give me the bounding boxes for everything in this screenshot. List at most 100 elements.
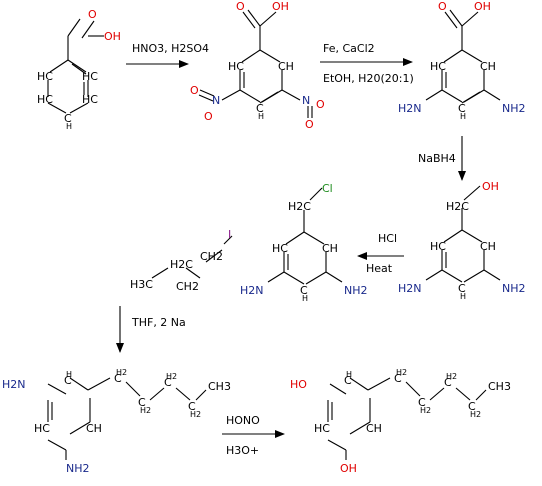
m8-ring-ch: CH <box>366 422 382 435</box>
m5-ring-ch: HC <box>272 242 288 255</box>
m8-hydroxyl: OH <box>340 462 357 475</box>
m7-chain-h2: H2 <box>166 372 177 381</box>
m8-chain-c: C <box>444 376 452 389</box>
arrow-nabh4: NaBH4 <box>418 136 466 181</box>
m5-ring-ch: CH <box>322 242 338 255</box>
m7-chain-c: C <box>164 376 172 389</box>
m7-chain-h2: H2 <box>140 406 151 415</box>
m3-amine: H2N <box>398 102 422 115</box>
m2-ring-ch: CH <box>278 60 294 73</box>
arrow-label-top: HCl <box>378 232 397 245</box>
m8-chain-h2: H2 <box>446 372 457 381</box>
m2-ring-ch: C <box>256 102 264 115</box>
m7-ring-ch: CH <box>86 422 102 435</box>
m3-hydroxyl: OH <box>474 0 491 13</box>
m7-chain-c: C <box>138 396 146 409</box>
m2-nitro-o: O <box>190 84 199 97</box>
m8-chain-c: C <box>418 396 426 409</box>
m4-ring-ch: C <box>458 282 466 295</box>
m2-oxygen: O <box>236 0 245 13</box>
m2-nitro-n: N <box>302 94 310 107</box>
m2-hydroxyl: OH <box>272 0 289 13</box>
m2-nitro-o: O <box>305 118 314 131</box>
molecule-dinitrobenzoic-acid: O OH HC CH C H N O O N O O <box>190 0 325 131</box>
molecule-benzoic-acid: O OH HC HC HC HC C H <box>37 8 121 131</box>
m5-chlorine: Cl <box>322 182 333 195</box>
arrow-diazotization: HONO H3O+ <box>222 414 285 457</box>
m5-ring-h: H <box>302 294 308 303</box>
m1-ring-ch: HC <box>37 70 53 83</box>
m2-nitro-o: O <box>316 98 325 111</box>
m3-ring-ch: HC <box>430 60 446 73</box>
m8-methyl: CH3 <box>488 380 511 393</box>
m7-chain-c: C <box>188 400 196 413</box>
molecule-iodobutane: I H3C H2C CH2 CH2 <box>130 228 233 293</box>
m6-methyl: H3C <box>130 278 153 291</box>
m1-ring-ch: HC <box>82 93 98 106</box>
m1-ring-ch: HC <box>37 93 53 106</box>
molecule-diaminobenzyl-alcohol: OH H2C HC CH C H H2N NH2 <box>398 180 526 301</box>
m1-ring-h: H <box>66 122 72 131</box>
arrow-chlorination: HCl Heat <box>357 232 404 275</box>
m2-nitro-o: O <box>204 110 213 123</box>
m4-methylene: H2C <box>446 200 469 213</box>
arrow-nitration: HNO3, H2SO4 <box>126 42 209 68</box>
m5-amine: H2N <box>240 284 264 297</box>
m1-ring-ch: HC <box>82 70 98 83</box>
m5-ring-ch: C <box>300 284 308 297</box>
m8-chain-h2: H2 <box>420 406 431 415</box>
m7-chain-h2: H2 <box>190 410 201 419</box>
molecule-olivetol: HO OH C H HC CH C H2 C H2 C H2 C H2 CH3 <box>290 368 511 475</box>
molecule-diaminobenzoic-acid: O OH HC CH C H H2N NH2 <box>398 0 526 121</box>
m6-methylene: H2C <box>170 258 193 271</box>
m8-chain-c: C <box>394 372 402 385</box>
m7-amine: H2N <box>2 378 26 391</box>
m7-chain-c: C <box>114 372 122 385</box>
m4-amine: NH2 <box>502 282 526 295</box>
m7-ring-ch: HC <box>34 422 50 435</box>
m1-hydroxyl: OH <box>104 30 121 43</box>
arrow-label-bottom: EtOH, H20(20:1) <box>323 72 414 85</box>
m1-oxygen: O <box>88 8 97 21</box>
m6-iodine: I <box>228 228 231 241</box>
m8-ring-ch: HC <box>314 422 330 435</box>
m5-methylene: H2C <box>288 200 311 213</box>
m3-ring-ch: CH <box>480 60 496 73</box>
m3-ring-h: H <box>460 112 466 121</box>
m4-ring-ch: CH <box>480 240 496 253</box>
arrow-reduction: Fe, CaCl2 EtOH, H20(20:1) <box>320 42 414 85</box>
m8-chain-c: C <box>468 400 476 413</box>
m7-ring-ch: C <box>64 374 72 387</box>
m5-amine: NH2 <box>344 284 368 297</box>
m4-ring-h: H <box>460 292 466 301</box>
arrow-label: HNO3, H2SO4 <box>132 42 209 55</box>
m8-hydroxyl: HO <box>290 378 307 391</box>
m2-ring-ch: HC <box>228 60 244 73</box>
arrow-label: THF, 2 Na <box>131 316 186 329</box>
m2-nitro-n: N <box>212 94 220 107</box>
m6-methylene: CH2 <box>176 280 199 293</box>
arrow-label-bottom: Heat <box>366 262 393 275</box>
arrow-label-top: Fe, CaCl2 <box>323 42 375 55</box>
arrow-label-top: HONO <box>226 414 260 427</box>
m8-chain-h2: H2 <box>396 368 407 377</box>
m3-oxygen: O <box>438 0 447 13</box>
m6-methylene: CH2 <box>200 250 223 263</box>
m7-ring-h: H <box>66 370 72 379</box>
molecule-pentyl-diamine: H2N NH2 C H HC CH C H2 C H2 C H2 C H2 CH… <box>2 368 231 475</box>
m8-ring-h: H <box>346 370 352 379</box>
m7-amine: NH2 <box>66 462 90 475</box>
arrow-label-bottom: H3O+ <box>226 444 259 457</box>
m4-amine: H2N <box>398 282 422 295</box>
m3-amine: NH2 <box>502 102 526 115</box>
m8-chain-h2: H2 <box>470 410 481 419</box>
m7-methyl: CH3 <box>208 380 231 393</box>
m4-ring-ch: HC <box>430 240 446 253</box>
m7-chain-h2: H2 <box>116 368 127 377</box>
m2-ring-h: H <box>258 112 264 121</box>
arrow-label: NaBH4 <box>418 152 456 165</box>
m1-ring-ch: C <box>64 112 72 125</box>
m8-ring-ch: C <box>344 374 352 387</box>
m4-hydroxyl: OH <box>482 180 499 193</box>
